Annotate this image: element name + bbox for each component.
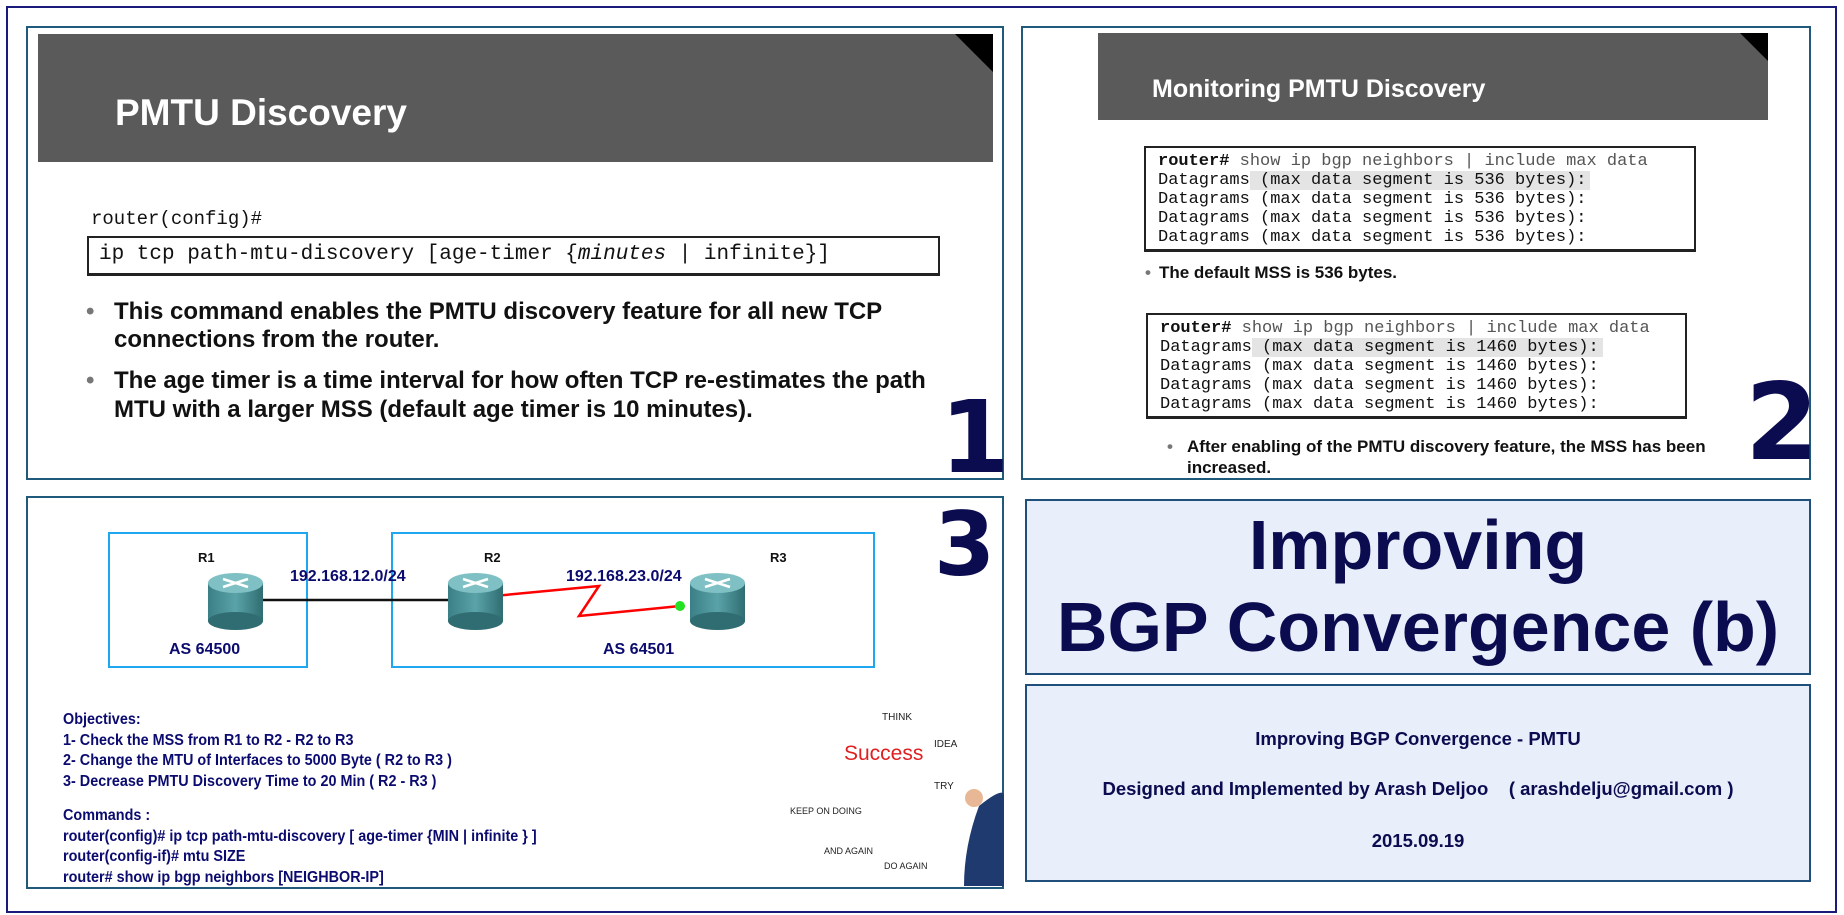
objective-item: 1- Check the MSS from R1 to R2 - R2 to R… <box>63 731 354 749</box>
as-label-64500: AS 64500 <box>169 641 241 658</box>
date: 2015.09.19 <box>1371 830 1465 851</box>
code-line-wrap: Datagrams (max data segment is 1460 byte… <box>1160 338 1673 357</box>
bullet-list: •This command enables the PMTU discovery… <box>86 298 938 424</box>
router-label-r3: R3 <box>770 550 787 565</box>
success-text: Success <box>844 742 924 765</box>
businessman-illustration <box>964 789 1004 886</box>
image-text: TRY <box>934 781 954 792</box>
code-line: Datagrams (max data segment is 536 bytes… <box>1158 228 1587 247</box>
bullet: •The default MSS is 536 bytes. <box>1145 263 1398 282</box>
code-line: router# show ip bgp neighbors | include … <box>1158 152 1648 171</box>
code-line-wrap: Datagrams (max data segment is 536 bytes… <box>1158 171 1682 190</box>
bullet-text: The default MSS is 536 bytes. <box>1158 263 1398 282</box>
bullet-text: This command enables the PMTU discovery … <box>114 298 882 353</box>
objectives-heading: Objectives: <box>63 711 141 728</box>
port-dot <box>675 601 685 611</box>
objectives-list: Objectives: 1- Check the MSS from R1 to … <box>63 710 537 888</box>
router-label-r1: R1 <box>198 550 215 565</box>
command-text: ip tcp path-mtu-discovery [age-timer { <box>99 243 578 266</box>
code-line: Datagrams (max data segment is 536 bytes… <box>1158 209 1587 228</box>
slide-1: PMTU Discovery router(config)# ip tcp pa… <box>26 26 1010 488</box>
command-item: router# show ip bgp neighbors [NEIGHBOR-… <box>63 868 384 886</box>
slide-title: Monitoring PMTU Discovery <box>1152 75 1486 103</box>
slide-3-lab: R1 R2 R3 192.168.12.0/24 192.168.23.0/24… <box>26 496 1004 889</box>
network-label-23: 192.168.23.0/24 <box>566 568 682 585</box>
code-box-default: router# show ip bgp neighbors | include … <box>1144 146 1696 252</box>
link-r2-r3-serial <box>493 584 681 618</box>
slide-number: 3 <box>934 493 996 596</box>
code-line: router# show ip bgp neighbors | include … <box>1160 319 1650 338</box>
bullet: •After enabling of the PMTU discovery fe… <box>1167 436 1727 478</box>
code-line: Datagrams (max data segment is 1460 byte… <box>1160 357 1599 376</box>
router-icon-r1 <box>208 573 263 630</box>
slide-2: Monitoring PMTU Discovery router# show i… <box>1021 26 1819 480</box>
slide-number: 1 <box>940 379 1010 496</box>
topology-links <box>208 573 745 630</box>
slide-header: PMTU Discovery <box>38 34 993 162</box>
image-text: DO AGAIN <box>884 861 928 871</box>
bullet: •The age timer is a time interval for ho… <box>86 366 938 424</box>
info-panel: Improving BGP Convergence - PMTU Designe… <box>1025 684 1811 882</box>
subtitle: Improving BGP Convergence - PMTU <box>1255 728 1581 749</box>
code-line: Datagrams (max data segment is 1460 byte… <box>1160 395 1599 414</box>
bullet: •This command enables the PMTU discovery… <box>86 298 938 354</box>
code-line: Datagrams (max data segment is 536 bytes… <box>1158 190 1587 209</box>
code-line: Datagrams (max data segment is 1460 byte… <box>1160 338 1603 357</box>
network-label-12: 192.168.12.0/24 <box>290 568 406 585</box>
main-title-line2: BGP Convergence (b) <box>1056 588 1780 666</box>
command-arg: minutes <box>577 243 667 266</box>
code-line: Datagrams (max data segment is 1460 byte… <box>1160 376 1599 395</box>
command-item: router(config)# ip tcp path-mtu-discover… <box>63 827 537 845</box>
image-text: AND AGAIN <box>824 846 874 856</box>
corner-triangle <box>955 34 993 72</box>
commands-heading: Commands : <box>63 807 151 824</box>
command-text: | infinite}] <box>666 243 830 266</box>
config-prompt: router(config)# <box>91 208 263 230</box>
objective-item: 3- Decrease PMTU Discovery Time to 20 Mi… <box>63 772 437 790</box>
main-title-line1: Improving <box>1248 506 1588 584</box>
title-panel: Improving BGP Convergence (b) <box>1025 499 1811 675</box>
bullet-text: After enabling of the PMTU discovery fea… <box>1187 437 1706 477</box>
author-line: Designed and Implemented by Arash Deljoo… <box>1102 778 1734 799</box>
image-text: IDEA <box>934 739 958 750</box>
router-icon-r2 <box>448 573 503 630</box>
router-icon-r3 <box>690 573 745 630</box>
router-label-r2: R2 <box>484 550 501 565</box>
page-frame <box>6 6 1837 913</box>
slide-number: 2 <box>1745 361 1819 484</box>
objective-item: 2- Change the MTU of Interfaces to 5000 … <box>63 752 452 769</box>
corner-triangle <box>1740 33 1768 61</box>
success-cycle-image: Success THINK IDEA TRY KEEP ON DOING AND… <box>784 706 1004 886</box>
code-line: Datagrams (max data segment is 536 bytes… <box>1158 171 1591 190</box>
image-text: THINK <box>882 712 912 723</box>
slide-title: PMTU Discovery <box>115 92 407 133</box>
image-text: KEEP ON DOING <box>790 806 862 816</box>
slide-header: Monitoring PMTU Discovery <box>1098 33 1768 120</box>
code-box-increased: router# show ip bgp neighbors | include … <box>1146 313 1687 419</box>
command-box: ip tcp path-mtu-discovery [age-timer {mi… <box>87 236 940 276</box>
as-label-64501: AS 64501 <box>603 641 675 658</box>
command-item: router(config-if)# mtu SIZE <box>63 848 246 865</box>
bullet-text: The age timer is a time interval for how… <box>114 367 926 423</box>
